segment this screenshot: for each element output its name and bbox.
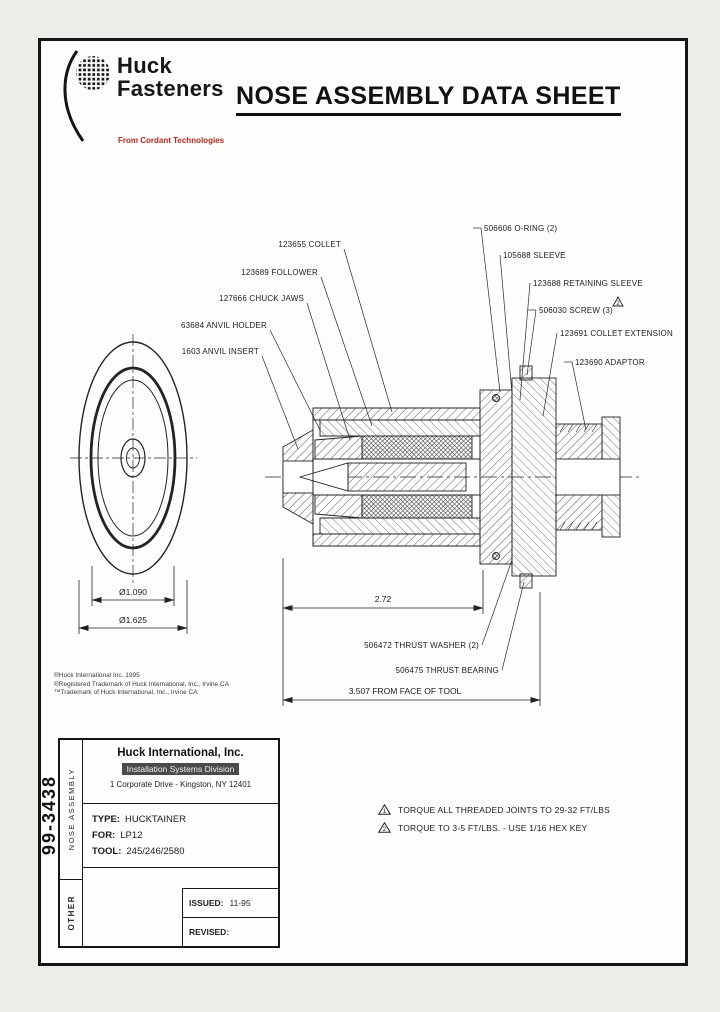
dim-body-length: 2.72 bbox=[375, 594, 392, 604]
footnote-2: ®Registered Trademark of Huck Internatio… bbox=[54, 680, 229, 688]
spec-type-label: TYPE: bbox=[92, 814, 120, 825]
callout-sleeve: 105688 SLEEVE bbox=[503, 251, 566, 260]
svg-text:1: 1 bbox=[383, 808, 387, 815]
footnote-3: ™Trademark of Huck International, Inc., … bbox=[54, 689, 198, 696]
huck-logo-icon bbox=[63, 50, 110, 142]
callout-o-ring: 506606 O-RING (2) bbox=[484, 224, 557, 233]
callout-screw: 506030 SCREW (3) bbox=[539, 306, 613, 315]
issued-revised-box: ISSUED: 11-95 REVISED: bbox=[182, 888, 278, 946]
doc-number: 99-3438 bbox=[39, 775, 59, 856]
issued-value: 11-95 bbox=[229, 898, 251, 908]
note-row-2: 2 TORQUE TO 3-5 FT/LBS. - USE 1/16 HEX K… bbox=[378, 822, 610, 833]
screw-note-flag-number: 2 bbox=[616, 301, 620, 307]
footnotes: ®Huck International Inc. 1995 ®Registere… bbox=[54, 672, 229, 698]
svg-text:2: 2 bbox=[383, 826, 387, 833]
category-top-cell: NOSE ASSEMBLY bbox=[60, 740, 82, 880]
dim-front-inner: Ø1.090 bbox=[119, 587, 147, 597]
company-block: Huck International, Inc. Installation Sy… bbox=[83, 740, 278, 804]
screw-note-flag-icon: 2 bbox=[612, 296, 624, 307]
spec-tool-value: 245/246/2580 bbox=[126, 846, 185, 857]
spec-tool-label: TOOL: bbox=[92, 846, 122, 857]
issued-label: ISSUED: bbox=[189, 898, 224, 908]
callout-labels: 123655 COLLET 123689 FOLLOWER 127666 CHU… bbox=[181, 224, 673, 675]
category-bottom-label: OTHER bbox=[66, 895, 76, 931]
footnote-1: ®Huck International Inc. 1995 bbox=[54, 672, 140, 679]
brand-line2: Fasteners bbox=[117, 76, 224, 102]
cross-section bbox=[265, 365, 642, 589]
spec-tool-row: TOOL: 245/246/2580 bbox=[92, 846, 269, 857]
company-name: Huck International, Inc. bbox=[117, 747, 244, 759]
huck-logo bbox=[55, 45, 125, 150]
note-row-1: 1 TORQUE ALL THREADED JOINTS TO 29-32 FT… bbox=[378, 804, 610, 815]
callout-follower: 123689 FOLLOWER bbox=[241, 268, 318, 277]
brand-tagline: From Cordant Technologies bbox=[118, 136, 225, 145]
callout-thrust-washer: 506472 THRUST WASHER (2) bbox=[364, 641, 479, 650]
company-division: Installation Systems Division bbox=[121, 763, 240, 775]
spec-type-row: TYPE: HUCKTAINER bbox=[92, 814, 269, 825]
revised-label: REVISED: bbox=[189, 927, 230, 937]
leader-lines bbox=[261, 227, 587, 671]
callout-retaining-sleeve: 123688 RETAINING SLEEVE bbox=[533, 279, 643, 288]
spec-for-label: FOR: bbox=[92, 830, 116, 841]
revised-row: REVISED: bbox=[183, 918, 278, 946]
note-flag-2-icon: 2 bbox=[378, 822, 391, 833]
spec-for-row: FOR: LP12 bbox=[92, 830, 269, 841]
front-view bbox=[70, 334, 197, 584]
dimension-labels: Ø1.090 Ø1.625 2.72 3.507 FROM FACE OF TO… bbox=[119, 587, 462, 696]
title-block: NOSE ASSEMBLY OTHER Huck International, … bbox=[58, 738, 280, 948]
dim-overall: 3.507 FROM FACE OF TOOL bbox=[349, 686, 462, 696]
callout-anvil-insert: 1603 ANVIL INSERT bbox=[182, 347, 259, 356]
page-title: NOSE ASSEMBLY DATA SHEET bbox=[236, 82, 621, 116]
spec-type-value: HUCKTAINER bbox=[124, 814, 187, 825]
spec-rows: TYPE: HUCKTAINER FOR: LP12 TOOL: 245/246/25… bbox=[83, 804, 278, 868]
category-bottom-cell: OTHER bbox=[60, 880, 82, 946]
callout-collet-extension: 123691 COLLET EXTENSION bbox=[560, 329, 673, 338]
note-flag-1-icon: 1 bbox=[378, 804, 391, 815]
torque-notes: 1 TORQUE ALL THREADED JOINTS TO 29-32 FT… bbox=[378, 804, 610, 840]
brand-line1: Huck bbox=[117, 53, 172, 78]
callout-collet: 123655 COLLET bbox=[278, 240, 341, 249]
callout-chuck-jaws: 127666 CHUCK JAWS bbox=[219, 294, 304, 303]
dimension-lines bbox=[78, 558, 541, 706]
title-block-bottom: ISSUED: 11-95 REVISED: bbox=[83, 868, 278, 946]
dim-front-outer: Ø1.625 bbox=[119, 615, 147, 625]
callout-adaptor: 123690 ADAPTOR bbox=[575, 358, 645, 367]
category-top-label: NOSE ASSEMBLY bbox=[66, 768, 76, 851]
spec-for-value: LP12 bbox=[120, 830, 143, 841]
issued-row: ISSUED: 11-95 bbox=[183, 889, 278, 918]
callout-thrust-bearing: 506475 THRUST BEARING bbox=[395, 666, 499, 675]
note-text-1: TORQUE ALL THREADED JOINTS TO 29-32 FT/L… bbox=[398, 804, 610, 815]
title-block-main: Huck International, Inc. Installation Sy… bbox=[83, 740, 278, 946]
title-block-side-column: NOSE ASSEMBLY OTHER bbox=[60, 740, 83, 946]
note-text-2: TORQUE TO 3-5 FT/LBS. - USE 1/16 HEX KEY bbox=[398, 822, 588, 833]
brand-name: Huck Fasteners bbox=[117, 54, 224, 100]
company-address: 1 Corporate Drive - Kingston, NY 12401 bbox=[109, 780, 252, 789]
callout-anvil-holder: 63684 ANVIL HOLDER bbox=[181, 321, 267, 330]
